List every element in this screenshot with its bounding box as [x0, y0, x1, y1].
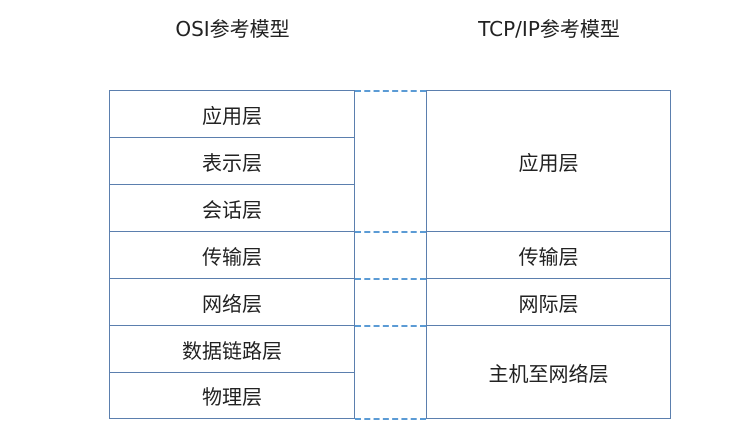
- osi-layer-physical: 物理层: [109, 372, 355, 419]
- mapping-connector-bottom: [355, 418, 426, 420]
- osi-layer-session: 会话层: [109, 184, 355, 232]
- mapping-connector-top: [355, 90, 426, 92]
- tcpip-layer-host-to-network: 主机至网络层: [426, 325, 671, 419]
- tcpip-layer-transport: 传输层: [426, 231, 671, 279]
- osi-layer-network: 网络层: [109, 278, 355, 326]
- osi-layer-data-link: 数据链路层: [109, 325, 355, 373]
- mapping-connector-application-transport: [355, 231, 426, 233]
- mapping-connector-internet-host: [355, 325, 426, 327]
- tcpip-layer-internet: 网际层: [426, 278, 671, 326]
- osi-model-title: OSI参考模型: [175, 17, 290, 41]
- osi-layer-application: 应用层: [109, 90, 355, 138]
- osi-layer-presentation: 表示层: [109, 137, 355, 185]
- osi-layer-transport: 传输层: [109, 231, 355, 279]
- tcpip-layer-application: 应用层: [426, 90, 671, 232]
- tcpip-model-title: TCP/IP参考模型: [478, 17, 620, 41]
- mapping-connector-transport-internet: [355, 278, 426, 280]
